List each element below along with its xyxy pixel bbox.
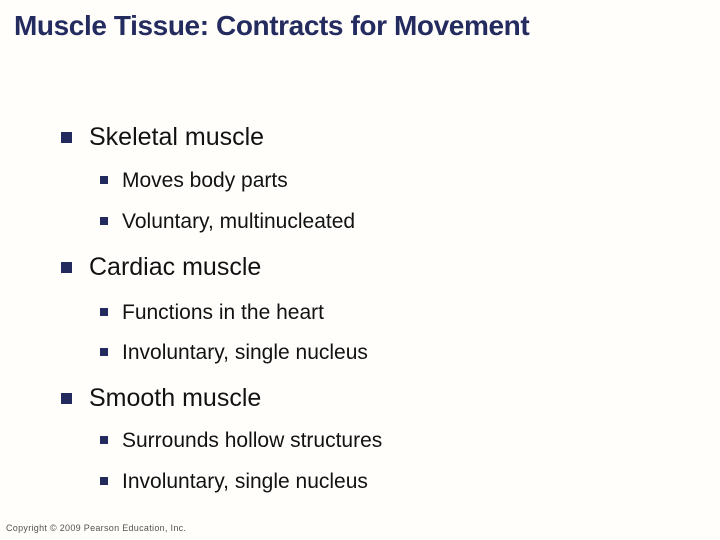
square-bullet-icon: [100, 217, 108, 225]
bullet-item-smooth-muscle: Smooth muscle: [61, 384, 262, 413]
sub-bullet-item: Functions in the heart: [100, 301, 324, 324]
sub-bullet-item: Moves body parts: [100, 169, 288, 192]
sub-bullet-item: Voluntary, multinucleated: [100, 210, 355, 233]
bullet-item-label: Smooth muscle: [89, 384, 262, 412]
square-bullet-icon: [61, 393, 72, 404]
bullet-item-label: Cardiac muscle: [89, 253, 262, 281]
square-bullet-icon: [100, 436, 108, 444]
sub-bullet-label: Voluntary, multinucleated: [122, 210, 356, 233]
sub-bullet-label: Involuntary, single nucleus: [122, 470, 368, 493]
bullet-item-label: Skeletal muscle: [89, 123, 265, 151]
square-bullet-icon: [100, 176, 108, 184]
sub-bullet-item: Involuntary, single nucleus: [100, 470, 368, 493]
sub-bullet-label: Surrounds hollow structures: [122, 429, 383, 452]
square-bullet-icon: [61, 132, 72, 143]
square-bullet-icon: [100, 477, 108, 485]
sub-bullet-label: Moves body parts: [122, 169, 288, 192]
sub-bullet-label: Functions in the heart: [122, 301, 324, 324]
sub-bullet-item: Involuntary, single nucleus: [100, 341, 368, 364]
slide-title: Muscle Tissue: Contracts for Movement: [14, 10, 530, 41]
copyright-footer: Copyright © 2009 Pearson Education, Inc.: [6, 523, 187, 533]
bullet-item-skeletal-muscle: Skeletal muscle: [61, 123, 265, 152]
square-bullet-icon: [100, 348, 108, 356]
bullet-item-cardiac-muscle: Cardiac muscle: [61, 253, 262, 282]
square-bullet-icon: [100, 308, 108, 316]
square-bullet-icon: [61, 262, 72, 273]
sub-bullet-label: Involuntary, single nucleus: [122, 341, 368, 364]
sub-bullet-item: Surrounds hollow structures: [100, 429, 382, 452]
